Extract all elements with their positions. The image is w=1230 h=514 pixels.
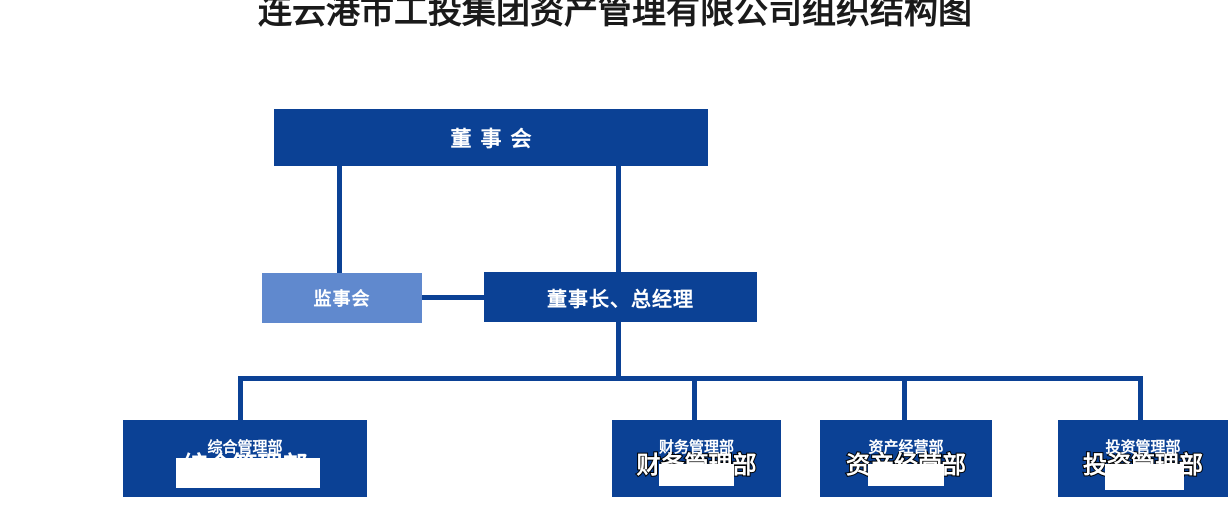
node-board-of-supervisors-label: 监事会 [313, 289, 371, 309]
node-department-finance[interactable]: 财务管理部 财务管理部 [612, 420, 781, 497]
connector-drop-dept-3 [902, 376, 907, 421]
overlay-rectangle-dept-1 [176, 458, 320, 488]
connector-drop-dept-4 [1138, 376, 1143, 421]
node-chairman-general-manager-label: 董事长、总经理 [547, 288, 694, 311]
node-board-of-directors-label: 董事会 [450, 127, 541, 151]
node-department-investment-management[interactable]: 投资管理部 投资管理部 [1058, 420, 1228, 497]
node-department-asset-operation[interactable]: 资产经营部 资产经营部 [820, 420, 992, 497]
node-chairman-general-manager[interactable]: 董事长、总经理 [484, 272, 757, 322]
node-department-general-administration[interactable]: 综合管理部 综合管理部 [123, 420, 367, 497]
node-department-finance-label: 财务管理部 [658, 439, 734, 456]
connector-board-to-chairman [616, 166, 621, 273]
connector-drop-dept-2 [692, 376, 697, 421]
node-board-of-supervisors[interactable]: 监事会 [262, 273, 422, 323]
page-title: 连云港市工投集团资产管理有限公司组织结构图 [258, 0, 972, 31]
node-department-investment-management-label: 投资管理部 [1105, 439, 1181, 456]
connector-board-to-supervisors [337, 166, 342, 274]
node-department-general-administration-label: 综合管理部 [207, 439, 283, 456]
connector-chairman-drop [616, 322, 621, 380]
connector-department-bus [238, 376, 1143, 381]
node-department-asset-operation-label: 资产经营部 [868, 439, 944, 456]
connector-drop-dept-1 [238, 376, 243, 421]
overlay-rectangle-dept-4 [1105, 464, 1184, 490]
overlay-rectangle-dept-2 [659, 464, 734, 486]
node-board-of-directors[interactable]: 董事会 [274, 109, 708, 166]
connector-supervisors-to-chairman [420, 295, 486, 300]
overlay-rectangle-dept-3 [868, 464, 944, 486]
